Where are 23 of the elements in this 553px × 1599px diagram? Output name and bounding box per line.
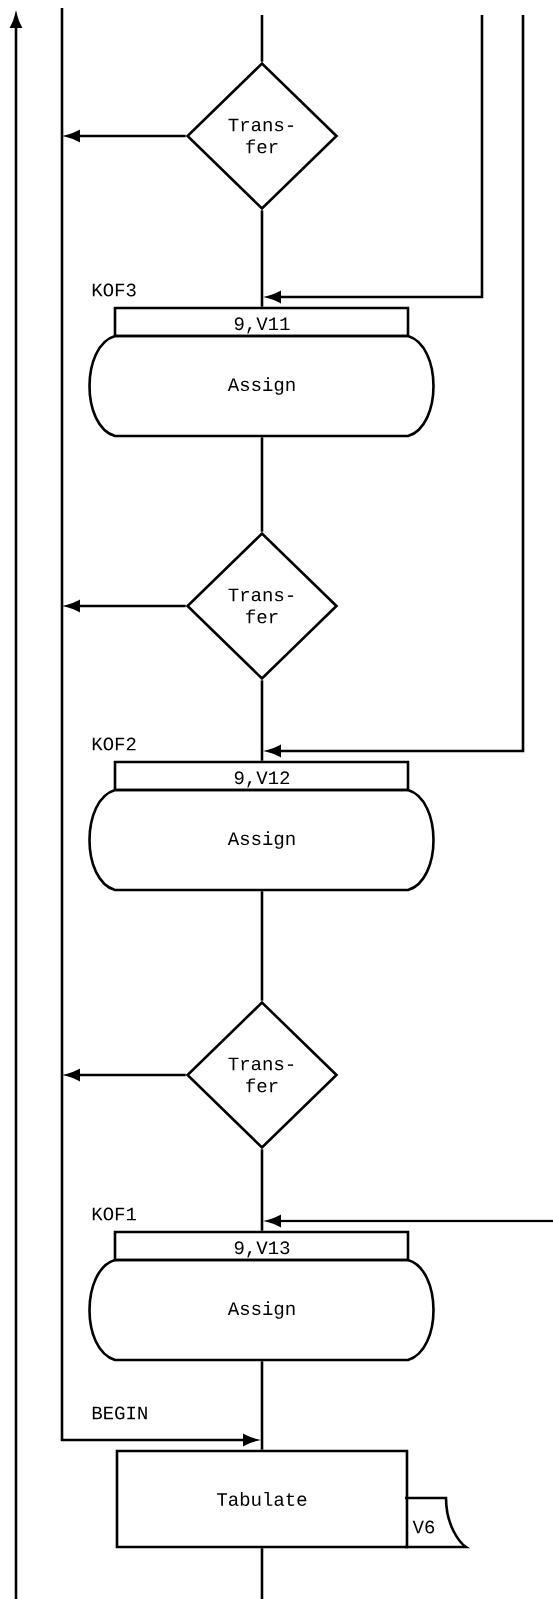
flow-line (260, 15, 264, 62)
flow-line (66, 130, 186, 142)
node-label: 9,V11 (234, 317, 290, 334)
flow-line (260, 1548, 264, 1599)
block-label: KOF3 (92, 283, 136, 297)
block-label: KOF2 (92, 737, 136, 751)
node-label: 9,V12 (234, 771, 290, 788)
node-label: V6 (412, 1520, 435, 1534)
block-label: KOF1 (92, 1207, 136, 1221)
flow-line (66, 1069, 186, 1081)
assign-block: 9,V12 Assign (88, 760, 435, 892)
assign-block: 9,V11 Assign (88, 306, 435, 438)
flow-line (260, 1361, 264, 1450)
flow-line (260, 1149, 264, 1231)
flow-line (260, 680, 264, 761)
assign-block: 9,V13 Assign (88, 1230, 435, 1362)
flow-line (66, 600, 186, 612)
block-label: BEGIN (92, 1406, 147, 1420)
flow-line (260, 437, 264, 532)
tabulate-block: Tabulate V6 (115, 1449, 468, 1549)
flow-line (260, 891, 264, 1001)
node-label: 9,V13 (234, 1241, 290, 1258)
flow-line (260, 210, 264, 307)
